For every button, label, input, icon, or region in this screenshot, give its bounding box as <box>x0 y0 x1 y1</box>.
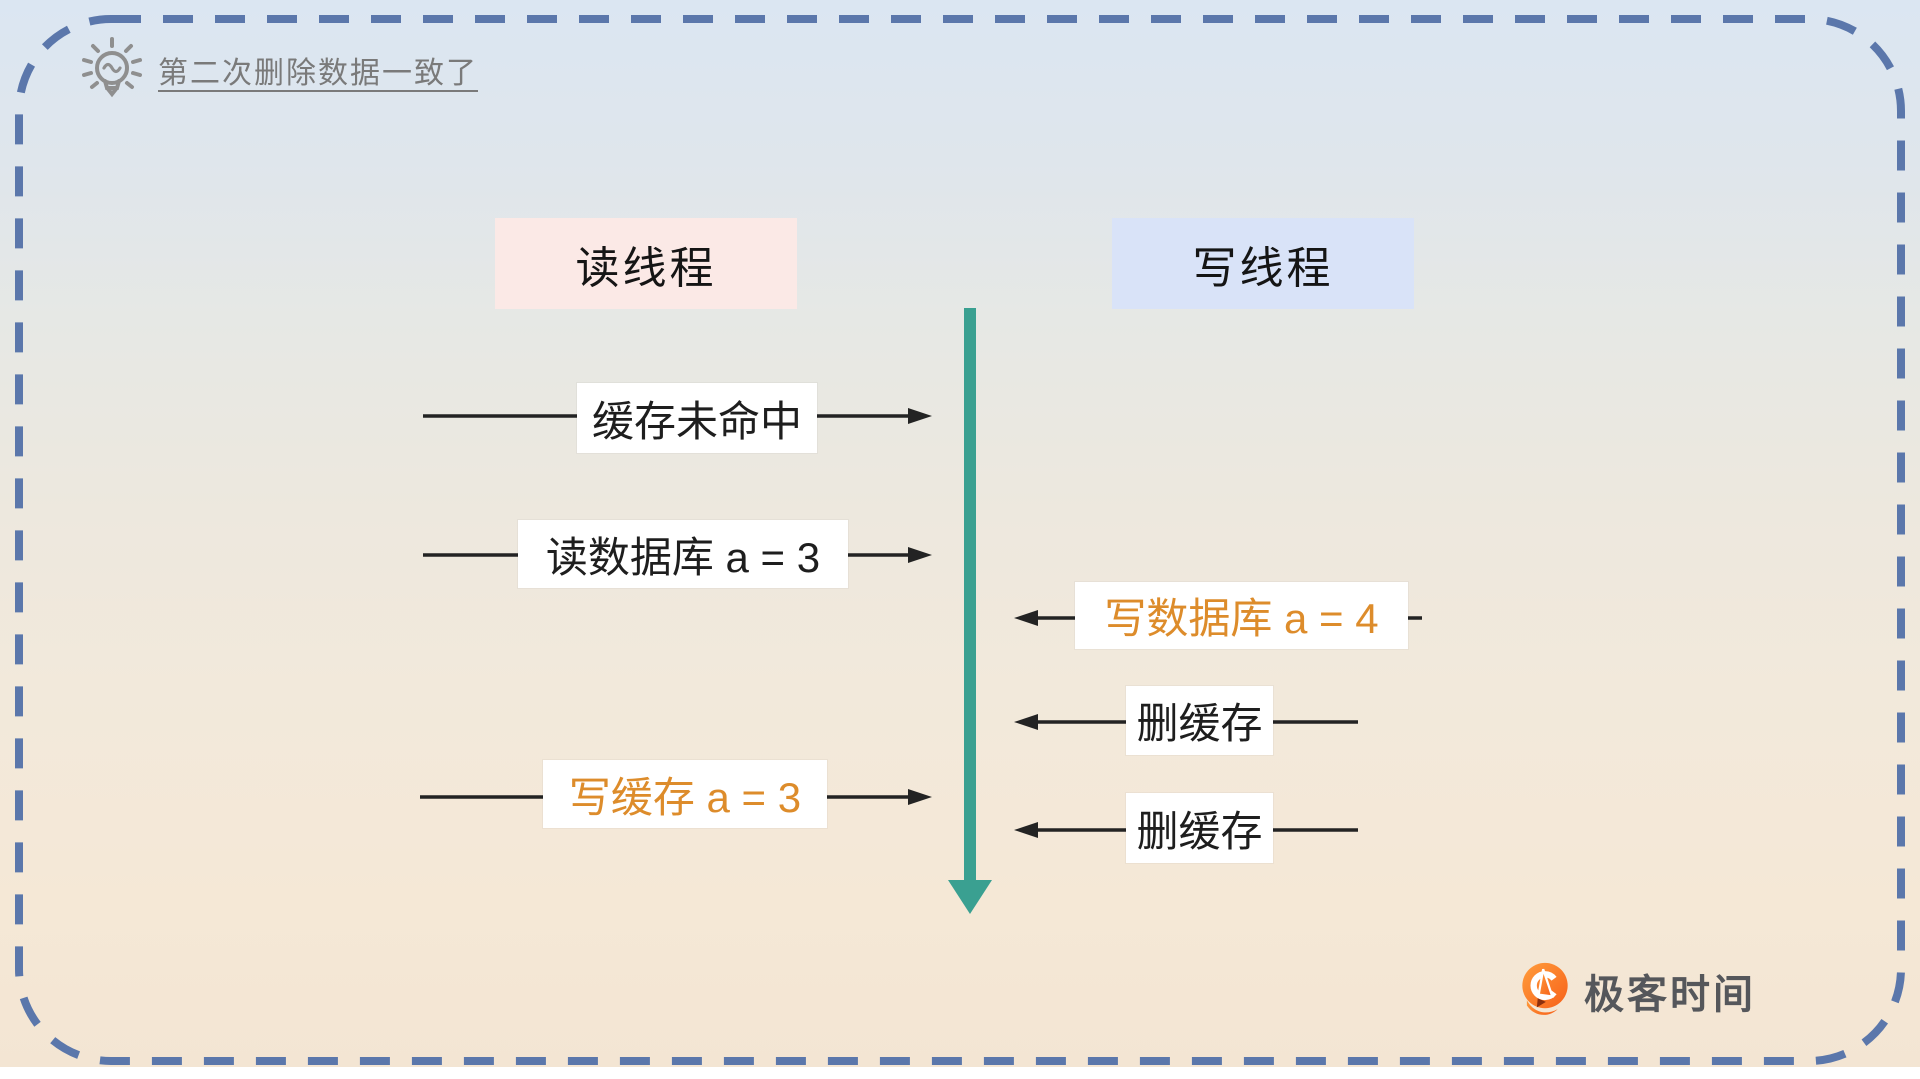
note-text: 第二次删除数据一致了 <box>158 57 478 90</box>
write-thread-header: 写线程 <box>1112 218 1414 309</box>
watermark: 极客时间 <box>1516 960 1756 1022</box>
event-label-delete-cache-1: 删缓存 <box>1126 686 1273 755</box>
right-arrowhead-icon <box>908 789 932 805</box>
left-arrowhead-icon <box>1014 714 1038 730</box>
note-callout: 第二次删除数据一致了 <box>80 36 478 104</box>
lightbulb-icon <box>82 37 142 98</box>
event-label-write-db: 写数据库 a = 4 <box>1075 582 1408 649</box>
event-label-delete-cache-2: 删缓存 <box>1126 793 1273 863</box>
event-label-cache-miss: 缓存未命中 <box>577 383 817 453</box>
right-arrowhead-icon <box>908 408 932 424</box>
event-label-write-cache: 写缓存 a = 3 <box>543 760 827 828</box>
left-arrowhead-icon <box>1014 610 1038 626</box>
event-label-read-db: 读数据库 a = 3 <box>518 520 848 588</box>
dashed-border <box>15 15 1905 1065</box>
timeline-arrow-shaft <box>964 308 976 882</box>
read-thread-header: 读线程 <box>495 218 797 309</box>
right-arrowhead-icon <box>908 547 932 563</box>
timeline-arrow-head <box>948 880 992 914</box>
geektime-logo <box>1522 962 1568 1015</box>
watermark-text: 极客时间 <box>1584 973 1756 1017</box>
left-arrowhead-icon <box>1014 822 1038 838</box>
